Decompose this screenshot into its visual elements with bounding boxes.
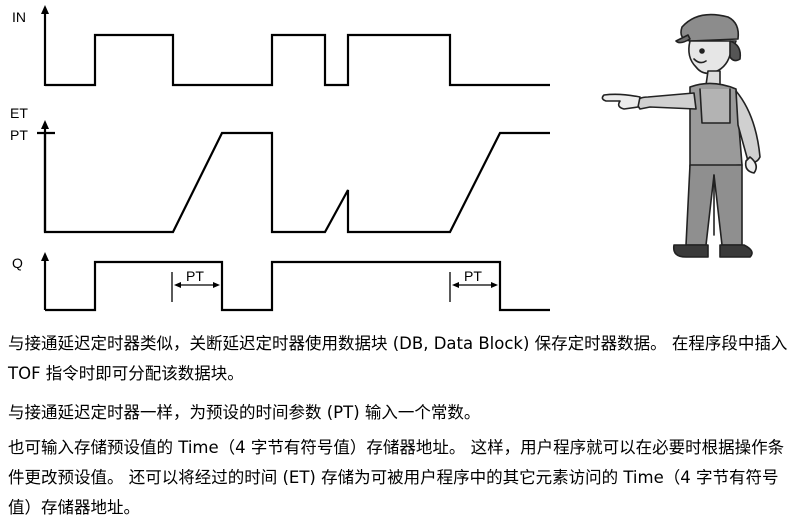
et-label: ET [10, 105, 28, 121]
worker-pointing-icon [601, 13, 761, 258]
pt-interval-2-label: PT [464, 268, 482, 284]
q-waveform [45, 260, 550, 312]
pt-interval-2-arrowhead-left [452, 282, 459, 288]
in-label: IN [12, 9, 26, 25]
et-waveform [43, 131, 550, 234]
et-axis-arrow [41, 120, 49, 129]
q-label: Q [12, 255, 23, 271]
in-waveform [45, 33, 550, 87]
off-delay-timing-diagram: IN ET PT Q PT PT [10, 5, 550, 312]
in-axis-arrow [41, 5, 49, 14]
pt-interval-1-arrowhead-left [174, 282, 181, 288]
pt-interval-1-arrowhead-right [213, 282, 220, 288]
pt-level-label: PT [10, 127, 28, 143]
paragraph-preset-constant: 与接通延迟定时器一样，为预设的时间参数 (PT) 输入一个常数。 [8, 403, 481, 422]
pt-interval-2-arrowhead-right [491, 282, 498, 288]
paragraph-memory-address: 也可输入存储预设值的 Time（4 字节有符号值）存储器地址。 这样，用户程序就… [8, 438, 785, 517]
q-axis-arrow [41, 252, 49, 261]
pt-interval-1-label: PT [186, 268, 204, 284]
paragraph-tof-data-block: 与接通延迟定时器类似，关断延迟定时器使用数据块 (DB, Data Block)… [8, 334, 788, 383]
